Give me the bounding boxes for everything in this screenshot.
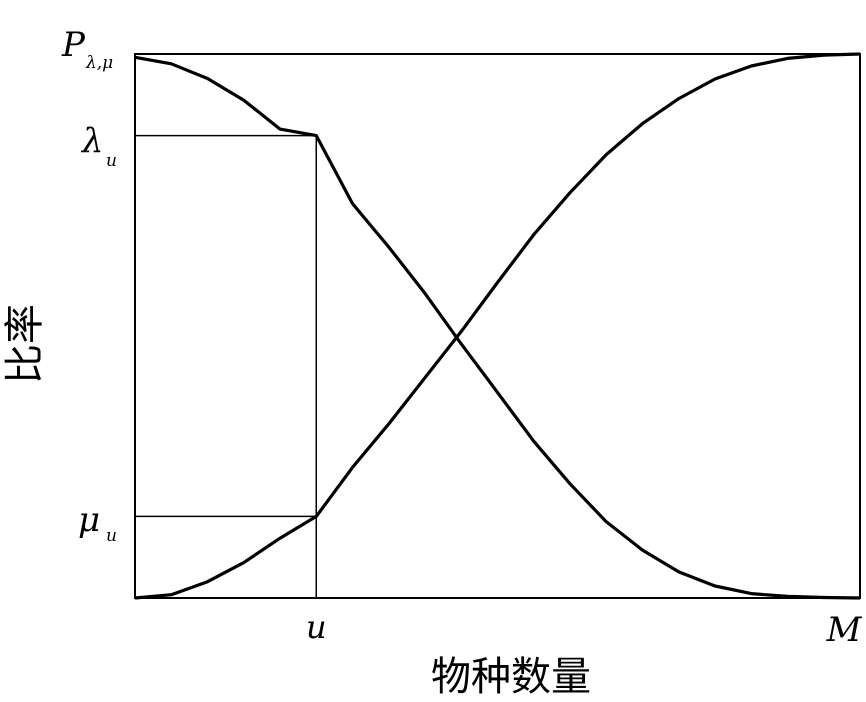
y-tick-P-lambda-mu: P λ,μ — [61, 25, 113, 73]
immigration-rate-curve — [134, 55, 861, 600]
svg-text:u: u — [106, 526, 117, 546]
svg-text:λ: λ — [80, 121, 104, 161]
x-tick-M: M — [826, 610, 863, 650]
svg-text:λ,μ: λ,μ — [85, 53, 113, 73]
y-tick-lambda-u: λ u — [80, 121, 117, 171]
svg-text:u: u — [106, 151, 117, 171]
svg-text:P: P — [61, 25, 86, 65]
y-axis-label: 比率 — [2, 304, 48, 384]
x-tick-u: u — [306, 608, 327, 646]
svg-text:μ: μ — [78, 500, 100, 540]
y-tick-mu-u: μ u — [78, 500, 117, 546]
plot-frame — [134, 53, 861, 599]
x-axis-label: 物种数量 — [431, 654, 591, 700]
emigration-rate-curve — [134, 52, 861, 600]
